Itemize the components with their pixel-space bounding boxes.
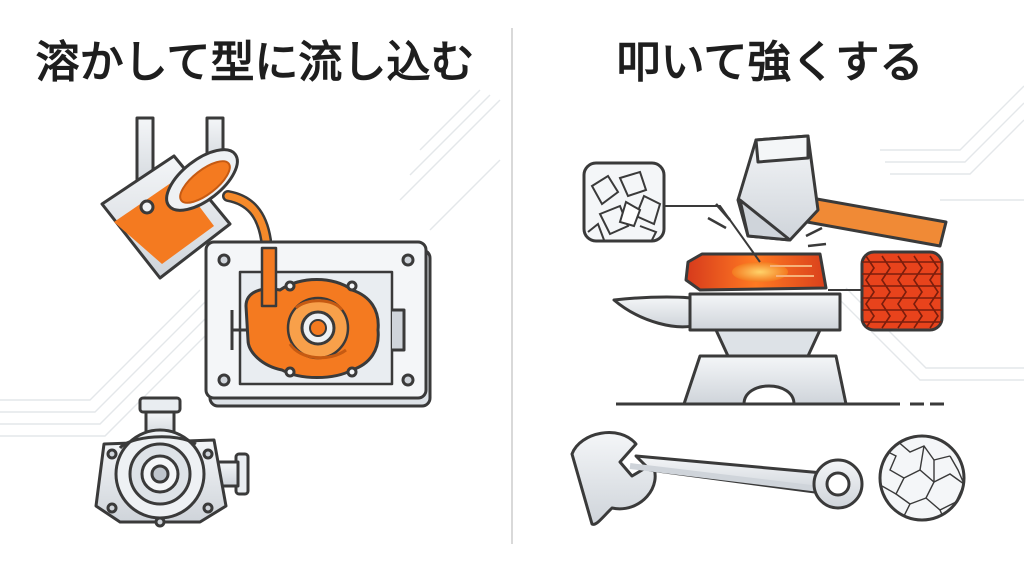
ladle-icon (100, 116, 239, 280)
forging-title: 叩いて強くする (616, 37, 924, 88)
coarse-grain-icon (582, 161, 761, 263)
sand-mold-icon (204, 240, 432, 408)
wrench-icon (570, 431, 864, 526)
fine-grain-icon (878, 434, 966, 522)
forged-grain-icon (828, 250, 944, 332)
hot-metal-bar (684, 252, 828, 292)
pump-casting-icon (94, 396, 250, 528)
casting-title: 溶かして型に流し込む (35, 37, 475, 88)
anvil-icon (612, 292, 848, 406)
panel-divider (511, 28, 513, 544)
hammer-icon (707, 134, 948, 248)
background-lines-left (0, 89, 501, 437)
